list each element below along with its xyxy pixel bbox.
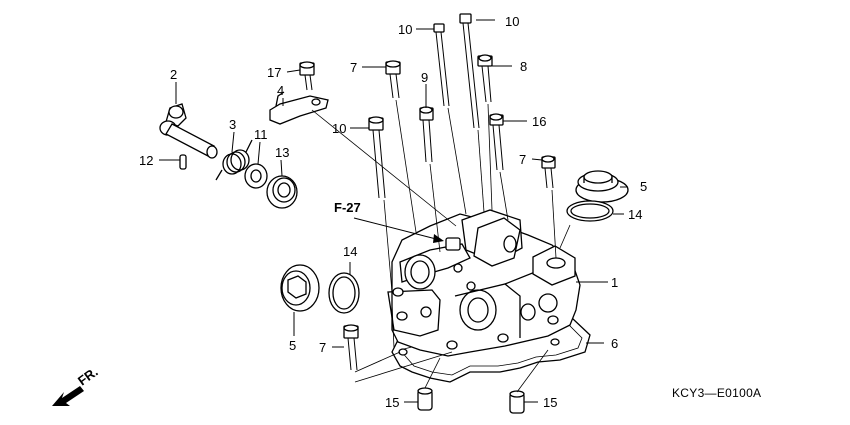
washer-11	[244, 163, 268, 189]
callout-14-left: 14	[343, 244, 357, 259]
callout-labels: 2 3 4 11 12 13 17 7 10 10 8 9 10 16 7 5 …	[139, 14, 647, 410]
drawing-code: KCY3—E0100A	[672, 386, 761, 400]
callout-13: 13	[275, 145, 289, 160]
callout-17: 17	[267, 65, 281, 80]
bolt-10-mid	[368, 116, 386, 199]
callout-10-mid: 10	[332, 121, 346, 136]
callout-14-right: 14	[628, 207, 642, 222]
callout-7-top: 7	[350, 60, 357, 75]
callout-7-bottom: 7	[319, 340, 326, 355]
o-ring-left	[328, 272, 360, 314]
front-label: FR.	[75, 364, 101, 388]
callout-16: 16	[532, 114, 546, 129]
callout-5-left: 5	[289, 338, 296, 353]
bolt-7-right	[541, 155, 556, 189]
oil-seal-13	[266, 175, 298, 209]
callout-3: 3	[229, 117, 236, 132]
bolt-7-bottom	[343, 324, 359, 371]
callout-6: 6	[611, 336, 618, 351]
callout-8: 8	[520, 59, 527, 74]
bolt-17	[299, 61, 315, 91]
front-direction-arrow: FR.	[52, 364, 101, 406]
callout-10-top-left: 10	[398, 22, 412, 37]
bolt-7-top	[385, 60, 401, 99]
dowel-pin-12	[179, 154, 187, 170]
stopper-plate	[269, 91, 329, 125]
callout-12: 12	[139, 153, 153, 168]
callout-10-top-right: 10	[505, 14, 519, 29]
callout-2: 2	[170, 67, 177, 82]
return-spring	[215, 139, 253, 181]
bolt-8	[477, 54, 493, 103]
leader-lines	[159, 19, 628, 403]
callout-5-right: 5	[640, 179, 647, 194]
bolt-10-long-right	[459, 13, 480, 129]
callout-7-right: 7	[519, 152, 526, 167]
callout-1: 1	[611, 275, 618, 290]
reference-label-f27: F-27	[334, 200, 361, 215]
callout-15-right: 15	[543, 395, 557, 410]
bolt-10-long-left	[433, 23, 450, 107]
o-ring-right	[566, 200, 614, 222]
dowel-pin-15-left	[417, 387, 433, 411]
bolt-16	[489, 113, 504, 171]
dowel-pin-15-right	[509, 390, 525, 414]
cylinder-head-cover	[387, 209, 591, 383]
callout-4: 4	[277, 83, 284, 98]
decompressor-shaft	[159, 103, 218, 159]
callout-9: 9	[421, 70, 428, 85]
callout-11: 11	[254, 127, 268, 142]
bolt-9	[419, 106, 434, 163]
callout-15-left: 15	[385, 395, 399, 410]
tappet-cap-left	[280, 264, 320, 312]
